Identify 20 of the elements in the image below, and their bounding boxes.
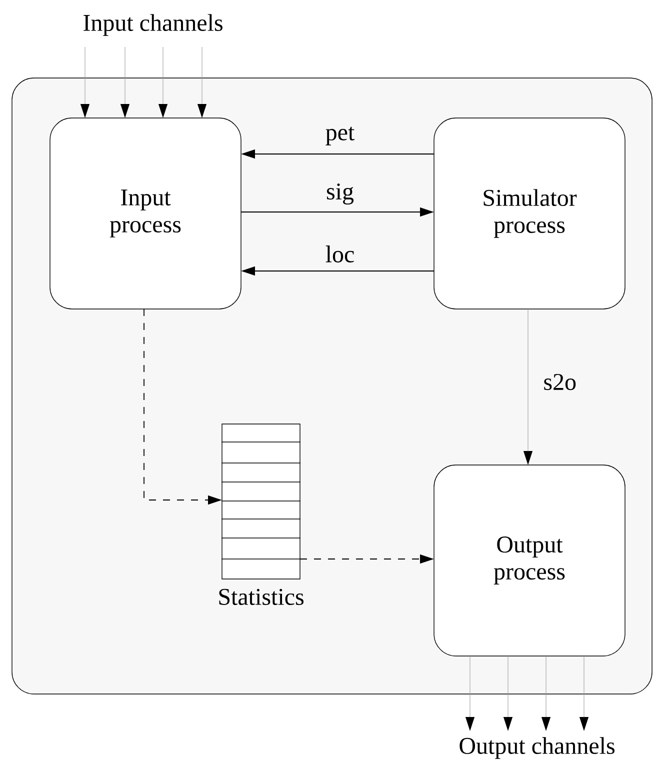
arrow [524,308,532,464]
edge-label: loc [324,244,356,264]
edge-label: pet [324,126,356,146]
edge-label: s2o [542,372,578,392]
process-box: Simulator process [434,118,626,310]
arrow [580,656,588,730]
channel-label: Output channels [460,737,614,759]
arrow [542,656,550,730]
arrow [80,46,90,118]
queue-stack: Statistics [219,424,304,606]
arrow [198,46,206,118]
process-box: Output process [434,464,626,656]
channel-label: Input channels [84,14,222,36]
arrow [120,46,130,118]
arrow [158,46,168,118]
node-label: Statistics [219,588,304,606]
edge-label: sig [325,182,355,206]
arrow [504,656,512,730]
process-box: Input process [50,118,242,310]
arrow [466,656,474,730]
